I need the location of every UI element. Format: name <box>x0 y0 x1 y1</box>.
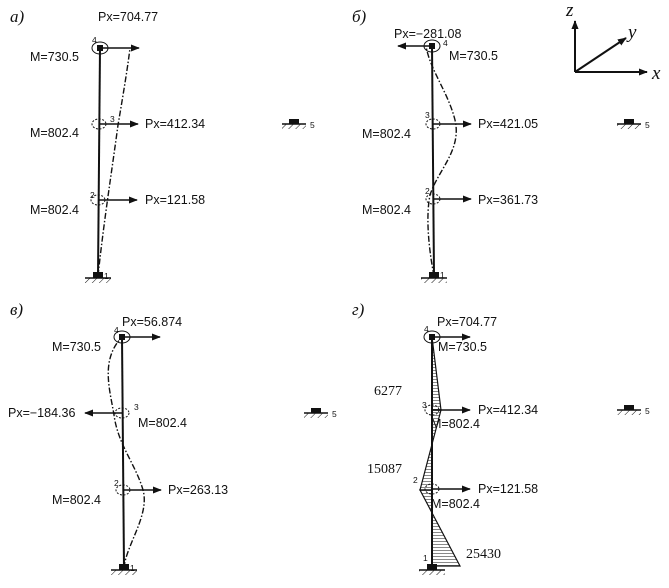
node-number: 2 <box>90 190 95 200</box>
force-label: Px=263.13 <box>168 483 228 497</box>
moment-label: M=802.4 <box>362 203 411 217</box>
support-block <box>624 119 634 124</box>
moment-label: M=802.4 <box>431 417 480 431</box>
panel-d: г) 4 3 2 1 Px=704.77 Px=412.34 Px=121.58… <box>352 300 650 575</box>
force-label: Px=361.73 <box>478 193 538 207</box>
support-block <box>289 119 299 124</box>
force-label: Px=412.34 <box>145 117 205 131</box>
moment-label: M=730.5 <box>52 340 101 354</box>
ground-hatch <box>111 570 137 575</box>
support-hatch <box>617 124 641 129</box>
force-label: Px=704.77 <box>437 315 497 329</box>
panel-c-letter: в) <box>10 300 23 319</box>
base-block <box>119 564 129 570</box>
support-number: 5 <box>645 120 650 130</box>
panel-c: в) 4 3 2 1 Px=56.874 Px=−184.36 Px=263.1… <box>8 300 337 575</box>
panel-a-letter: а) <box>10 7 25 26</box>
column <box>121 336 125 569</box>
moment-label: M=730.5 <box>30 50 79 64</box>
base-block <box>93 272 103 278</box>
moment-label: M=802.4 <box>52 493 101 507</box>
support-hatch <box>617 410 641 415</box>
force-label: Px=−184.36 <box>8 406 75 420</box>
ground-hatch <box>85 278 111 283</box>
support-hatch <box>282 124 306 129</box>
ground-hatch <box>419 570 445 575</box>
node-number: 1 <box>423 553 428 563</box>
support-number: 5 <box>645 406 650 416</box>
node-number: 2 <box>413 475 418 485</box>
diagram-value: 25430 <box>466 547 501 562</box>
support-number: 5 <box>332 409 337 419</box>
support-block <box>624 405 634 410</box>
node-number: 3 <box>134 402 139 412</box>
mode-shape-curve <box>425 45 457 277</box>
node-number: 3 <box>110 114 115 124</box>
panel-d-letter: г) <box>352 300 365 319</box>
moment-label: M=802.4 <box>138 416 187 430</box>
coordinate-axes: z y x <box>565 0 661 84</box>
panel-b: б) 4 3 2 1 Px=−281.08 Px=421.05 Px=361.7… <box>352 7 650 283</box>
node-number: 3 <box>425 110 430 120</box>
node-number: 2 <box>114 478 119 488</box>
y-axis-label: y <box>626 22 637 43</box>
column <box>97 47 101 277</box>
force-label: Px=56.874 <box>122 315 182 329</box>
ground-hatch <box>421 278 447 283</box>
mode-shape-curve <box>107 336 145 569</box>
node-number: 4 <box>424 324 429 334</box>
node-number: 4 <box>443 38 448 48</box>
column <box>431 45 435 277</box>
node-number: 1 <box>104 271 109 281</box>
force-label: Px=121.58 <box>145 193 205 207</box>
moment-label: M=802.4 <box>362 127 411 141</box>
node-number: 3 <box>422 400 427 410</box>
support-block <box>311 408 321 413</box>
z-axis-label: z <box>565 0 574 21</box>
support-number: 5 <box>310 120 315 130</box>
force-label: Px=−281.08 <box>394 27 461 41</box>
force-label: Px=121.58 <box>478 482 538 496</box>
panel-a: а) 4 3 2 1 Px=704.77 Px=412.34 Px=121.58… <box>10 7 315 283</box>
x-axis-label: x <box>651 63 661 84</box>
moment-label: M=802.4 <box>30 126 79 140</box>
node-number: 1 <box>440 270 445 280</box>
node-number: 4 <box>92 35 97 45</box>
base-block <box>429 272 439 278</box>
node-number: 1 <box>130 563 135 573</box>
moment-label: M=802.4 <box>30 203 79 217</box>
panel-b-letter: б) <box>352 7 367 26</box>
node-number: 2 <box>425 186 430 196</box>
node-number: 4 <box>114 325 119 335</box>
mode-shape-curve <box>97 47 131 277</box>
moment-label: M=802.4 <box>431 497 480 511</box>
force-label: Px=412.34 <box>478 403 538 417</box>
moment-label: M=730.5 <box>438 340 487 354</box>
y-axis <box>574 37 627 73</box>
support-hatch <box>304 413 328 418</box>
force-label: Px=421.05 <box>478 117 538 131</box>
diagram-value: 6277 <box>374 384 402 399</box>
base-block <box>427 564 437 570</box>
diagram-value: 15087 <box>367 462 402 477</box>
force-label: Px=704.77 <box>98 10 158 24</box>
moment-label: M=730.5 <box>449 49 498 63</box>
